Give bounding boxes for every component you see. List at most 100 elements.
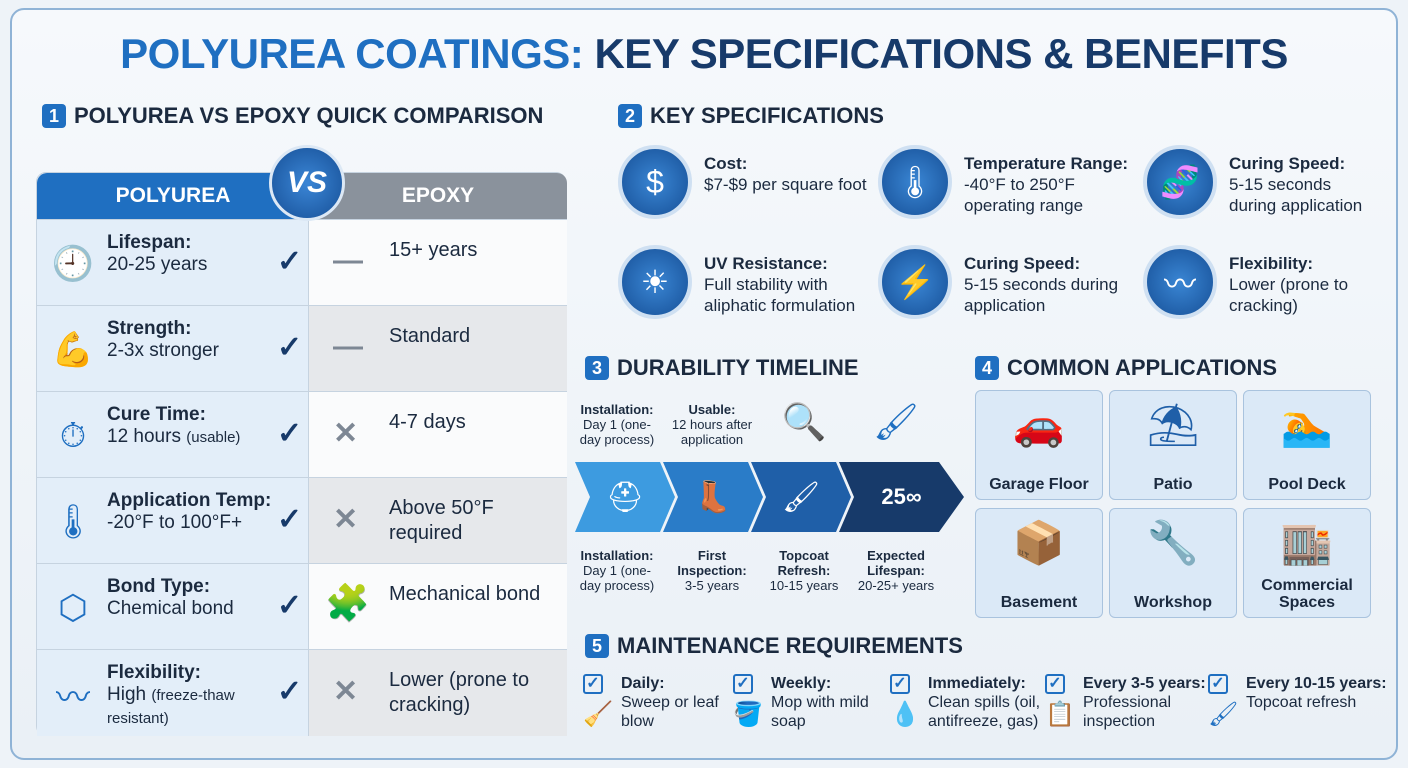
checkmark-icon: ✓	[277, 675, 303, 708]
comparison-row: 🕘 Lifespan:20-25 years ✓ — 15+ years	[37, 219, 567, 306]
maintenance-value: Sweep or leaf blow	[621, 694, 719, 730]
timeline-label: Installation:	[580, 402, 654, 417]
section-title: COMMON APPLICATIONS	[1007, 355, 1278, 380]
epoxy-cell: 🧩 Mechanical bond	[309, 564, 567, 650]
maintenance-text: Weekly: Mop with mild soap	[771, 674, 906, 731]
epoxy-header: EPOXY	[309, 173, 567, 219]
spill-icon: 💧	[890, 701, 920, 728]
polyurea-text: Application Temp:-20°F to 100°F+	[107, 490, 275, 535]
application-label: Commercial Spaces	[1261, 577, 1353, 611]
section-number: 2	[618, 104, 642, 128]
maintenance-value: Professional inspection	[1083, 694, 1172, 730]
garage-icon: 🚗	[1012, 401, 1066, 448]
puzzle-icon: 🧩	[325, 582, 370, 623]
application-label: Patio	[1153, 476, 1193, 493]
timeline-bottom-label: Installation:Day 1 (one-day process)	[573, 548, 661, 593]
spec-item: 〰 Flexibility:Lower (prone to cracking)	[1143, 245, 1403, 325]
section-number: 4	[975, 356, 999, 380]
spec-item: $ Cost:$7-$9 per square foot	[618, 145, 878, 225]
x-icon: ✕	[333, 503, 359, 536]
epoxy-cell: ✕ Above 50°F required	[309, 478, 567, 564]
spec-label: Temperature Range:	[964, 154, 1129, 173]
spec-label: Flexibility:	[1229, 254, 1314, 273]
spec-item: ☀ UV Resistance:Full stability with alip…	[618, 245, 878, 325]
trowel-hardhat-icon: ⛑	[575, 462, 675, 532]
maintenance-value: Topcoat refresh	[1246, 694, 1357, 711]
workbench-icon: 🔧	[1146, 519, 1200, 566]
application-label: Workshop	[1134, 594, 1212, 611]
paint-roller-icon: 🖌	[751, 462, 851, 532]
timeline-value: Day 1 (one-day process)	[579, 563, 655, 593]
timeline-value: Day 1 (one-day process)	[579, 417, 655, 447]
maintenance-value: Mop with mild soap	[771, 694, 869, 730]
checkbox-icon: ✓	[583, 674, 603, 694]
checkbox-icon: ✓	[1045, 674, 1065, 694]
timeline-value: 20-25+ years	[857, 578, 935, 593]
row-label: Cure Time:	[107, 404, 206, 425]
row-note: (freeze-thaw resistant)	[107, 687, 235, 727]
dash-icon: —	[333, 244, 363, 277]
pool-icon: 🏊	[1280, 401, 1334, 448]
maintenance-label: Daily:	[621, 675, 665, 692]
basement-stairs-icon: 📦	[1012, 519, 1066, 566]
spec-value: 5-15 seconds during application	[1229, 175, 1363, 215]
timeline-label: Installation:	[580, 548, 654, 563]
comparison-table: POLYUREA EPOXY VS 🕘 Lifespan:20-25 years…	[36, 145, 567, 736]
checkmark-icon: ✓	[277, 503, 303, 536]
epoxy-value: Lower (prone to cracking)	[389, 669, 530, 716]
polyurea-cell: 🕘 Lifespan:20-25 years ✓	[37, 220, 309, 306]
spec-value: 5-15 seconds during application	[964, 275, 1119, 315]
spec-text: Curing Speed:5-15 seconds during applica…	[964, 253, 1136, 316]
row-value: High	[107, 684, 147, 705]
maintenance-label: Weekly:	[771, 675, 832, 692]
polyurea-cell: 〰 Flexibility:High (freeze-thaw resistan…	[37, 650, 309, 736]
calendar-text: 25∞	[881, 484, 922, 509]
application-label: Garage Floor	[989, 476, 1089, 493]
row-value: 20-25 years	[107, 254, 208, 275]
row-note: (usable)	[186, 429, 241, 446]
spec-item: 🌡 Temperature Range:-40°F to 250°F opera…	[878, 145, 1138, 225]
polyurea-cell: ⬡ Bond Type:Chemical bond ✓	[37, 564, 309, 650]
storefront-icon: 🏬	[1280, 519, 1334, 566]
epoxy-value: Above 50°F required	[389, 497, 494, 544]
row-label: Lifespan:	[107, 232, 192, 253]
timeline-value: 10-15 years	[769, 578, 839, 593]
application-tile: 🔧 Workshop	[1109, 508, 1237, 618]
spec-value: Full stability with aliphatic formulatio…	[704, 275, 856, 315]
section-number: 1	[42, 104, 66, 128]
section-title: MAINTENANCE REQUIREMENTS	[617, 633, 963, 658]
checkmark-icon: ✓	[277, 331, 303, 364]
checkbox-icon: ✓	[890, 674, 910, 694]
timeline-label: Expected Lifespan:	[867, 548, 925, 578]
thermometer-icon: 🌡	[878, 145, 952, 219]
epoxy-value: Mechanical bond	[389, 583, 541, 605]
calendar-icon: 25∞	[839, 462, 964, 532]
row-value: -20°F to 100°F+	[107, 512, 243, 533]
application-tile: ⛱Patio	[1109, 390, 1237, 500]
spec-text: UV Resistance:Full stability with alipha…	[704, 253, 876, 316]
polyurea-cell: 💪 Strength:2-3x stronger ✓	[37, 306, 309, 392]
comparison-row: 💪 Strength:2-3x stronger ✓ — Standard	[37, 305, 567, 392]
section-title: KEY SPECIFICATIONS	[650, 103, 884, 128]
application-tile: 🚗 Garage Floor	[975, 390, 1103, 500]
maintenance-text: Every 3-5 years:Professional inspection	[1083, 674, 1218, 731]
application-tile: 📦Basement	[975, 508, 1103, 618]
timeline-bottom-label: Expected Lifespan:20-25+ years	[852, 548, 940, 593]
spec-text: Flexibility:Lower (prone to cracking)	[1229, 253, 1379, 316]
polyurea-cell: 🌡 Application Temp:-20°F to 100°F+ ✓	[37, 478, 309, 564]
lightning-timer-icon: ⚡	[878, 245, 952, 319]
mop-bucket-icon: 🪣	[733, 701, 763, 728]
checkbox-icon: ✓	[1208, 674, 1228, 694]
x-icon: ✕	[333, 417, 359, 450]
maintenance-item: ✓🧹Daily:Sweep or leaf blow	[583, 672, 753, 742]
application-label: Pool Deck	[1268, 476, 1346, 493]
timeline-value: 3-5 years	[684, 578, 740, 593]
polyurea-text: Strength:2-3x stronger	[107, 318, 275, 363]
checkbox-icon: ✓	[733, 674, 753, 694]
dash-icon: —	[333, 330, 363, 363]
paint-roller-icon: 🖌	[1208, 701, 1239, 728]
row-label: Strength:	[107, 318, 192, 339]
